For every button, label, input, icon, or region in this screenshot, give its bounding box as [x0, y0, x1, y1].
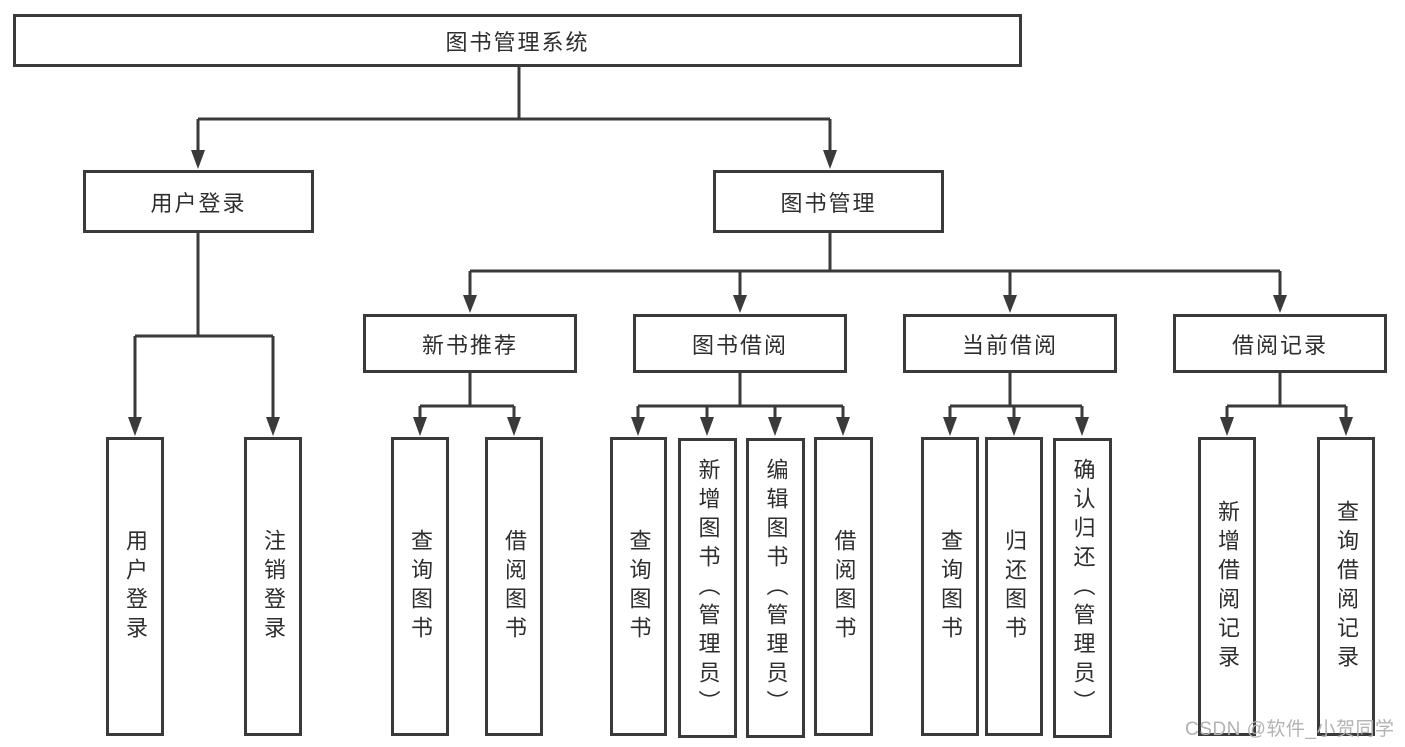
leaf-edit-book-admin: 编辑图书（管理员） — [746, 438, 805, 738]
leaf-query-books-3: 查询图书 — [921, 437, 979, 736]
node-root-label: 图书管理系统 — [445, 29, 590, 55]
connector-book-mgmt-children — [463, 233, 1287, 313]
leaf-query-borrow-record: 查询借阅记录 — [1317, 437, 1375, 736]
leaf-confirm-return-admin-label: 确认归还（管理员） — [1070, 457, 1096, 719]
node-current-borrow-label: 当前借阅 — [961, 332, 1058, 358]
node-user-login: 用户登录 — [83, 170, 314, 233]
node-book-mgmt: 图书管理 — [713, 170, 944, 233]
leaf-borrow-books-1-label: 借阅图书 — [502, 528, 527, 645]
node-user-login-label: 用户登录 — [150, 190, 247, 216]
leaf-add-book-admin: 新增图书（管理员） — [678, 438, 737, 738]
leaf-query-books-2: 查询图书 — [610, 437, 667, 736]
leaf-borrow-books-2-label: 借阅图书 — [831, 528, 857, 645]
leaf-return-book-label: 归还图书 — [1002, 528, 1027, 645]
leaf-borrow-books-1: 借阅图书 — [485, 437, 543, 736]
leaf-logout-label: 注销登录 — [261, 528, 286, 645]
leaf-query-borrow-record-label: 查询借阅记录 — [1334, 499, 1359, 674]
leaf-add-borrow-record: 新增借阅记录 — [1198, 437, 1256, 736]
leaf-logout: 注销登录 — [244, 437, 302, 736]
leaf-user-login-label: 用户登录 — [123, 528, 148, 645]
leaf-add-borrow-record-label: 新增借阅记录 — [1215, 499, 1240, 674]
node-book-borrow: 图书借阅 — [633, 314, 847, 373]
node-book-mgmt-label: 图书管理 — [780, 190, 877, 216]
leaf-user-login: 用户登录 — [106, 437, 164, 736]
node-borrow-records-label: 借阅记录 — [1231, 332, 1328, 358]
connector-book-borrow-children — [631, 373, 850, 436]
connector-borrow-records-children — [1220, 373, 1353, 436]
connector-current-borrow-children — [943, 373, 1089, 436]
leaf-query-books-2-label: 查询图书 — [626, 528, 652, 645]
connector-user-login-children — [128, 233, 280, 436]
leaf-borrow-books-2: 借阅图书 — [814, 437, 873, 736]
leaf-query-books-3-label: 查询图书 — [938, 528, 963, 645]
leaf-add-book-admin-label: 新增图书（管理员） — [695, 457, 721, 719]
node-borrow-records: 借阅记录 — [1173, 314, 1387, 373]
watermark: CSDN @软件_小贺同学 — [1185, 719, 1395, 740]
connector-root-to-level1 — [191, 67, 837, 169]
leaf-edit-book-admin-label: 编辑图书（管理员） — [763, 457, 789, 719]
leaf-query-books-1: 查询图书 — [391, 437, 449, 736]
node-new-books-label: 新书推荐 — [421, 332, 518, 358]
connector-new-books-children — [413, 373, 521, 436]
leaf-return-book: 归还图书 — [985, 437, 1043, 736]
node-current-borrow: 当前借阅 — [903, 314, 1117, 373]
leaf-confirm-return-admin: 确认归还（管理员） — [1053, 438, 1112, 738]
node-book-borrow-label: 图书借阅 — [691, 332, 788, 358]
leaf-query-books-1-label: 查询图书 — [408, 528, 433, 645]
node-new-books: 新书推荐 — [363, 314, 577, 373]
node-root: 图书管理系统 — [13, 14, 1022, 67]
